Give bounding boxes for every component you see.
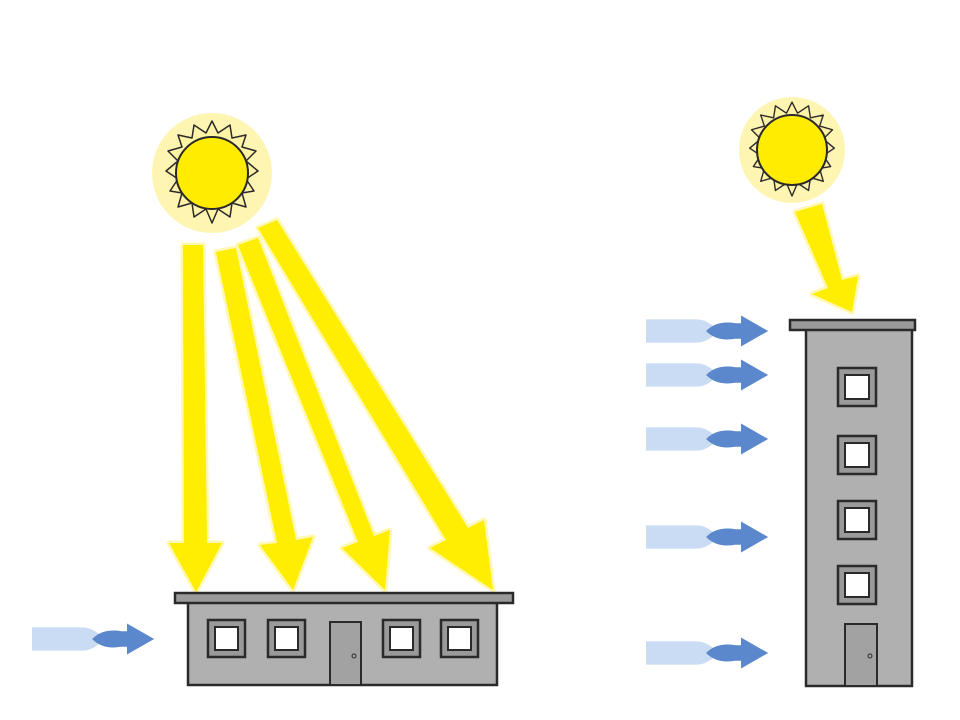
wind-arrow-icon (646, 359, 769, 391)
wind-arrows-right (646, 315, 769, 669)
wind-arrow-icon (646, 423, 769, 455)
sun-icon (739, 97, 845, 203)
tall-building (788, 318, 917, 688)
wind-arrow-icon (32, 623, 155, 655)
wind-arrow-icon (646, 521, 769, 553)
left-scene (32, 113, 515, 687)
sun-ray-arrow (792, 201, 861, 315)
wind-arrow-icon (646, 637, 769, 669)
wind-arrow-icon (646, 315, 769, 347)
door (329, 621, 362, 686)
right-scene (646, 97, 917, 688)
sun-ray-arrow (255, 217, 496, 593)
sun-ray-arrow (166, 242, 225, 595)
sun-ray-arrow (213, 245, 316, 593)
low-building (173, 591, 515, 687)
sun-icon (152, 113, 272, 233)
sun-rays-left (166, 217, 496, 595)
sun-ray-arrow (235, 235, 393, 593)
